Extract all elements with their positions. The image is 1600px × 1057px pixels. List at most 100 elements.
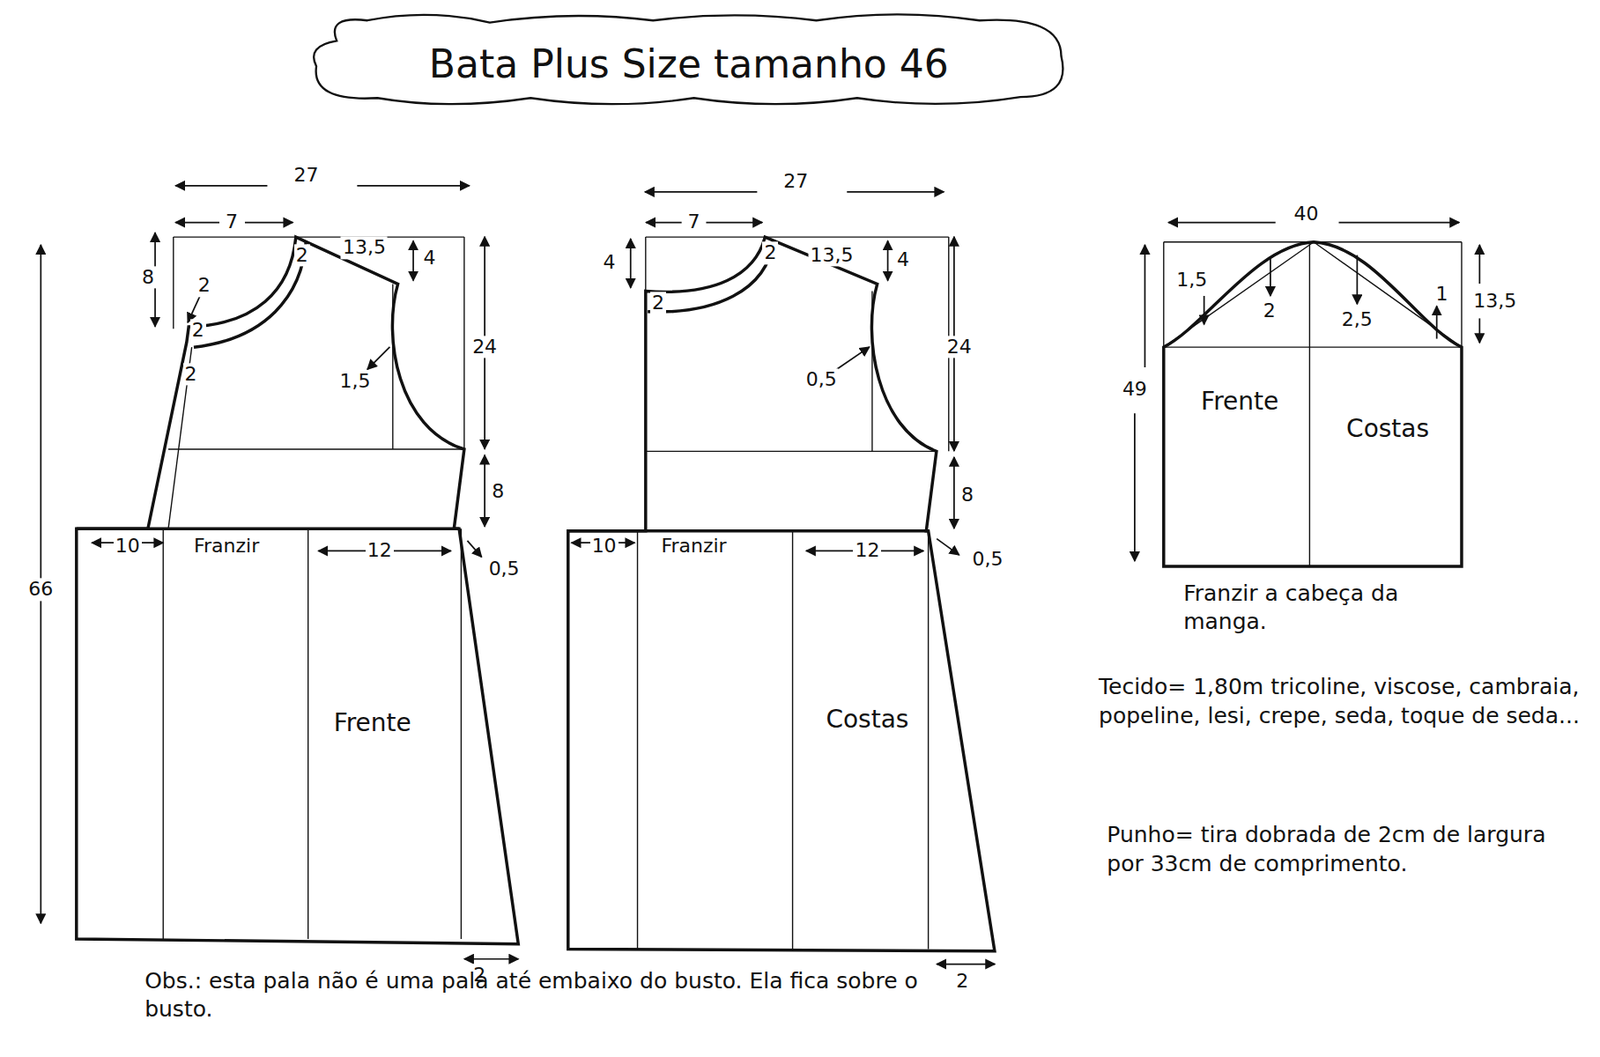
- cut-line: [568, 237, 995, 952]
- dimension-label: 13,5: [1471, 289, 1519, 312]
- guide-line: [460, 528, 462, 940]
- pattern-piece: Frente: [71, 229, 526, 950]
- dimension-label: 4: [422, 246, 438, 269]
- note: Franzir a cabeça da manga.: [1181, 579, 1461, 638]
- piece-outline: [71, 229, 526, 950]
- dimension-label: Franzir: [192, 534, 261, 557]
- dimension-label: 13,5: [340, 237, 388, 260]
- note: Punho= tira dobrada de 2cm de largura po…: [1104, 821, 1573, 879]
- dimension-arrow: [705, 222, 763, 224]
- guide-line: [645, 450, 937, 452]
- guide-line: [637, 530, 638, 949]
- guide-line: [172, 237, 174, 329]
- dimension-label: 4: [600, 251, 617, 274]
- dimension-label: 2,5: [1340, 308, 1375, 331]
- guide-line: [792, 530, 793, 949]
- dimension-label: 66: [26, 578, 55, 601]
- dimension-arrow: [1144, 244, 1147, 368]
- dimension-arrow: [1168, 222, 1276, 224]
- seam-line: [647, 240, 773, 312]
- dimension-arrow: [175, 185, 267, 187]
- leader-arrow: [837, 347, 870, 370]
- piece-name: Costas: [1343, 414, 1432, 444]
- guide-line: [173, 236, 465, 238]
- dimension-label: 24: [945, 335, 974, 358]
- guide-line: [1308, 241, 1310, 566]
- guide-line: [168, 448, 465, 450]
- dimension-arrow: [1133, 413, 1136, 562]
- dimension-arrow: [483, 455, 486, 527]
- guide-line: [463, 237, 465, 450]
- piece-name: Costas: [822, 704, 912, 734]
- dimension-label: 0,5: [970, 548, 1006, 571]
- guide-line: [927, 530, 929, 949]
- leader-arrow: [187, 296, 200, 323]
- dimension-arrow: [1478, 318, 1481, 343]
- guide-line: [162, 528, 164, 940]
- dimension-label: 49: [1120, 378, 1149, 401]
- guide-line: [1162, 241, 1164, 347]
- dimension-label: 0,5: [487, 558, 522, 581]
- dimension-label: 8: [140, 266, 156, 289]
- leader-arrow: [1436, 306, 1438, 340]
- dimension-label: 10: [590, 534, 619, 557]
- dimension-arrow: [629, 238, 632, 289]
- dimension-label: Franzir: [659, 534, 728, 557]
- dimension-label: 12: [365, 540, 394, 563]
- dimension-arrow: [644, 191, 757, 193]
- dimension-label: 2: [1261, 300, 1278, 323]
- leader-arrow: [1203, 296, 1206, 325]
- dimension-arrow: [412, 240, 415, 281]
- dimension-label: 1,5: [338, 370, 373, 393]
- dimension-arrow: [464, 958, 519, 961]
- dimension-label: 12: [852, 540, 882, 563]
- note: Obs.: esta pala não é uma pala até embai…: [142, 967, 953, 1025]
- dimension-label: 2: [183, 362, 200, 386]
- dimension-arrow: [953, 457, 956, 529]
- title-cloud: [313, 14, 1063, 104]
- dimension-label: 1,5: [1174, 269, 1209, 292]
- title: Bata Plus Size tamanho 46: [429, 40, 949, 86]
- seam-line: [76, 526, 460, 530]
- seam-line: [568, 528, 929, 532]
- guide-line: [307, 528, 309, 940]
- dimension-arrow: [1339, 222, 1460, 224]
- dimension-arrow: [175, 222, 220, 224]
- seam-line: [193, 240, 306, 347]
- dimension-arrow: [356, 185, 469, 187]
- dimension-arrow: [466, 540, 482, 558]
- dimension-arrow: [1478, 244, 1481, 284]
- guide-line: [1162, 346, 1461, 348]
- dimension-label: 10: [113, 534, 142, 557]
- dimension-label: 0,5: [804, 368, 839, 391]
- dimension-label: 27: [781, 170, 810, 193]
- dimension-label: 7: [223, 211, 240, 234]
- dimension-label: 2: [650, 291, 667, 314]
- dimension-label: 40: [1291, 203, 1320, 226]
- dimension-label: 8: [959, 483, 976, 506]
- guide-line: [1460, 241, 1462, 347]
- dimension-label: 2: [294, 244, 311, 267]
- dimension-arrow: [887, 240, 889, 281]
- guide-line: [644, 237, 646, 291]
- dimension-label: 7: [686, 211, 703, 234]
- piece-outline: [562, 229, 1000, 957]
- dimension-arrow: [846, 191, 944, 193]
- piece-name: Frente: [331, 707, 415, 737]
- piece-name: Frente: [1198, 386, 1282, 416]
- dimension-label: 8: [489, 481, 506, 504]
- dimension-label: 2: [190, 319, 207, 342]
- leader-arrow: [1269, 257, 1272, 297]
- pattern-piece: Costas: [562, 229, 1000, 957]
- dimension-label: 24: [470, 335, 499, 358]
- cut-line: [1162, 241, 1461, 566]
- guide-line: [1162, 241, 1461, 347]
- dimension-label: 2: [196, 274, 213, 297]
- dimension-label: 1: [1433, 282, 1450, 305]
- dimension-label: 4: [895, 249, 912, 272]
- dimension-arrow: [244, 222, 293, 224]
- dimension-label: 13,5: [807, 244, 855, 267]
- dimension-arrow: [645, 222, 682, 224]
- dimension-label: 2: [762, 242, 778, 265]
